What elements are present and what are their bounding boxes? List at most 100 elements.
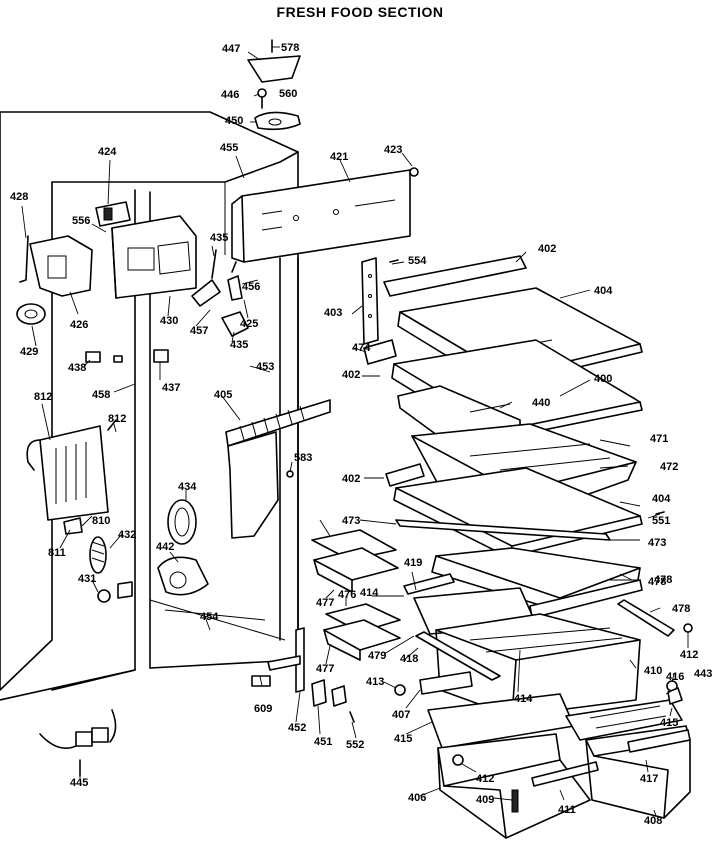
- part-label: 473: [342, 515, 360, 527]
- part-label: 471: [650, 433, 668, 445]
- part-label: 456: [242, 281, 260, 293]
- part-label: 578: [281, 42, 299, 54]
- part-label: 406: [408, 792, 426, 804]
- part-label: 412: [680, 649, 698, 661]
- part-label: 423: [384, 144, 402, 156]
- damper-parts: [191, 249, 249, 337]
- part-label: 445: [70, 777, 88, 789]
- part-label: 446: [221, 89, 239, 101]
- part-label: 556: [72, 215, 90, 227]
- part-label: 400: [594, 373, 612, 385]
- part-label: 472: [660, 461, 678, 473]
- part-label: 812: [34, 391, 52, 403]
- part-label: 405: [214, 389, 232, 401]
- part-label: 477: [316, 597, 334, 609]
- part-label: 450: [225, 115, 243, 127]
- part-label: 415: [660, 717, 678, 729]
- part-label: 458: [92, 389, 110, 401]
- part-label: 609: [254, 703, 272, 715]
- vegetable-drawer-right: [565, 680, 691, 819]
- part-label: 479: [368, 650, 386, 662]
- part-label: 411: [558, 804, 576, 816]
- part-label: 454: [200, 611, 219, 623]
- part-label: 404: [652, 493, 671, 505]
- part-label: 413: [366, 676, 384, 688]
- part-label: 812: [108, 413, 126, 425]
- shelf-support-405: [225, 399, 331, 539]
- part-label: 430: [160, 315, 178, 327]
- part-label: 407: [392, 709, 410, 721]
- part-label: 415: [394, 733, 412, 745]
- part-label: 421: [330, 151, 348, 163]
- top-hinge-assembly: [247, 39, 301, 131]
- part-label: 452: [288, 722, 306, 734]
- diagram-title: FRESH FOOD SECTION: [276, 4, 444, 20]
- support-rod-407: [394, 671, 473, 696]
- part-label: 410: [644, 665, 662, 677]
- part-label: 414: [360, 587, 379, 599]
- part-label: 409: [476, 794, 494, 806]
- shelf-404-lower: [385, 463, 665, 559]
- small-clips: [85, 349, 169, 363]
- part-label: 551: [652, 515, 670, 527]
- crisper-drawer-410: [415, 613, 641, 717]
- part-label: 414: [514, 693, 533, 705]
- part-label: 435: [210, 232, 228, 244]
- power-cord-445: [39, 709, 117, 777]
- part-label: 416: [666, 671, 684, 683]
- part-label: 437: [162, 382, 180, 394]
- part-label: 478: [672, 603, 690, 615]
- part-label: 402: [342, 473, 360, 485]
- part-label: 424: [98, 146, 117, 158]
- part-label: 478: [648, 576, 666, 588]
- control-panel-housing: [231, 167, 419, 263]
- leader-lines: [21, 46, 689, 817]
- part-label: 443: [694, 668, 712, 680]
- part-label: 438: [68, 362, 86, 374]
- part-label: 419: [404, 557, 422, 569]
- dairy-bins: [311, 529, 401, 661]
- part-label: 428: [10, 191, 28, 203]
- part-label: 425: [240, 318, 258, 330]
- part-label: 477: [316, 663, 334, 675]
- part-label: 408: [644, 815, 662, 827]
- part-label: 583: [294, 452, 312, 464]
- part-number-labels: 447 578 446 560 450 455 421 423 424 428 556 435 426 4…: [10, 42, 712, 827]
- part-label: 455: [220, 142, 238, 154]
- part-label: 429: [20, 346, 38, 358]
- part-label: 447: [222, 43, 240, 55]
- part-label: 453: [256, 361, 274, 373]
- part-label: 560: [279, 88, 297, 100]
- part-label: 412: [476, 773, 494, 785]
- part-label: 457: [190, 325, 208, 337]
- part-label: 403: [324, 307, 342, 319]
- part-label: 552: [346, 739, 364, 751]
- part-label: 810: [92, 515, 110, 527]
- vegetable-drawer-left: [427, 693, 599, 839]
- part-label: 402: [342, 369, 360, 381]
- part-label: 418: [400, 653, 418, 665]
- part-label: 426: [70, 319, 88, 331]
- fan-duct-assembly: [16, 201, 197, 325]
- part-label: 404: [594, 285, 613, 297]
- cabinet-liner: [0, 111, 299, 701]
- part-label: 442: [156, 541, 174, 553]
- lower-cabinet-parts: [89, 499, 209, 603]
- part-label: 431: [78, 573, 96, 585]
- part-label: 478: [654, 574, 672, 586]
- part-label: 417: [640, 773, 658, 785]
- part-label: 435: [230, 339, 248, 351]
- part-label: 476: [338, 589, 356, 601]
- part-label: 474: [352, 342, 371, 354]
- part-label: 554: [408, 255, 427, 267]
- part-label: 402: [538, 243, 556, 255]
- part-label: 440: [532, 397, 550, 409]
- part-label: 451: [314, 736, 332, 748]
- part-label: 432: [118, 529, 136, 541]
- part-label: 434: [178, 481, 197, 493]
- heater-assembly: [26, 419, 117, 535]
- part-label: 473: [648, 537, 666, 549]
- part-label: 811: [48, 547, 66, 559]
- shelf-ladder-403: [361, 257, 399, 345]
